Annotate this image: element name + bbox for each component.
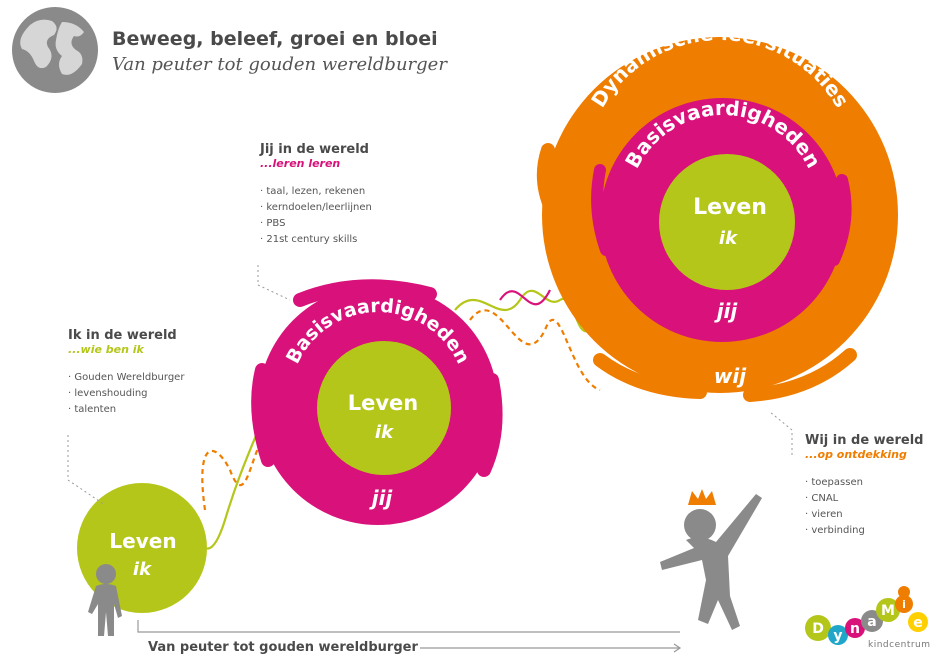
list-item: · CNAL: [805, 493, 839, 504]
phase-subheading: ...leren leren: [260, 157, 341, 170]
phase-subheading: ...op ontdekking: [805, 448, 907, 461]
phase-heading: Wij in de wereld: [805, 433, 924, 448]
phase-heading: Jij in de wereld: [260, 142, 369, 157]
phase-list: · toepassen · CNAL · vieren · verbinding: [805, 475, 923, 539]
medium-circle-group: Basisvaardigheden Leven ik jij: [251, 279, 503, 525]
phase-heading: Ik in de wereld: [68, 328, 177, 343]
core-label-3: Leven: [109, 529, 176, 553]
timeline-label: Van peuter tot gouden wereldburger: [148, 640, 418, 655]
list-item: · Gouden Wereldburger: [68, 372, 185, 383]
page-title: Beweeg, beleef, groei en bloei: [112, 28, 438, 50]
core-circle-leven: [659, 154, 795, 290]
page-subtitle: Van peuter tot gouden wereldburger: [112, 54, 447, 75]
core-sub-label-3: ik: [133, 559, 152, 580]
jumping-child-silhouette-icon: [660, 494, 762, 630]
phase-jij-block: Jij in de wereld ...leren leren · taal, …: [260, 142, 372, 248]
phase-wij-block: Wij in de wereld ...op ontdekking · toep…: [805, 433, 923, 539]
leader-lines: [67, 265, 793, 506]
core-sub-label: ik: [719, 228, 738, 249]
middle-ring-sub-label: jij: [714, 299, 739, 323]
svg-text:n: n: [850, 621, 860, 637]
core-label: Leven: [693, 195, 767, 220]
list-item: · taal, lezen, rekenen: [260, 186, 366, 197]
middle-ring-sub-label-2: jij: [369, 486, 394, 510]
list-item: · kerndoelen/leerlijnen: [260, 202, 372, 213]
svg-text:i: i: [902, 598, 906, 611]
core-sub-label-2: ik: [375, 422, 394, 443]
list-item: · 21st century skills: [260, 234, 358, 245]
logo-subtitle: kindcentrum: [868, 640, 931, 650]
large-circle-group: Dynamische leersituaties Basisvaardighed…: [536, 21, 898, 402]
list-item: · toepassen: [805, 477, 863, 488]
svg-text:e: e: [913, 615, 923, 631]
outer-ring-sub-label: wij: [714, 364, 747, 388]
crown-icon: [688, 489, 716, 505]
core-label-2: Leven: [348, 391, 419, 415]
phase-subheading: ...wie ben ik: [68, 343, 144, 356]
svg-text:a: a: [867, 614, 876, 630]
svg-text:D: D: [812, 621, 824, 637]
core-circle-leven-2: [317, 341, 451, 475]
svg-text:M: M: [881, 603, 895, 619]
svg-text:y: y: [833, 628, 842, 644]
list-item: · verbinding: [805, 525, 865, 536]
phase-list: · Gouden Wereldburger · levenshouding · …: [68, 370, 184, 418]
globe-icon: [12, 7, 98, 93]
dynamiek-logo: D y n a M i e: [805, 586, 928, 645]
toddler-silhouette-icon: [88, 564, 122, 636]
bottom-timeline-arrow: [137, 620, 682, 653]
phase-ik-block: Ik in de wereld ...wie ben ik · Gouden W…: [68, 328, 184, 418]
list-item: · vieren: [805, 509, 843, 520]
list-item: · PBS: [260, 218, 286, 229]
phase-list: · taal, lezen, rekenen · kerndoelen/leer…: [260, 184, 372, 248]
list-item: · talenten: [68, 404, 117, 415]
list-item: · levenshouding: [68, 388, 148, 399]
